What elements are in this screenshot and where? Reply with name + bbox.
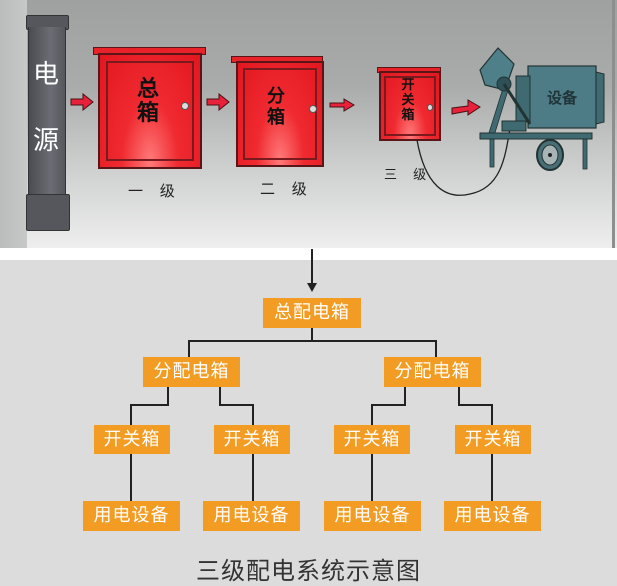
flow-arrow-icon <box>451 99 481 116</box>
level-two-label: 二 级 <box>260 180 313 198</box>
three-level-illustration: 电 源 总 箱 一 级 分 箱 二 级 开 关 箱 三 级 <box>0 0 617 248</box>
power-source-label-1: 电 <box>32 60 59 90</box>
power-cable <box>416 127 511 196</box>
switch-box-label-1: 开 <box>401 78 415 93</box>
main-box-label: 总 箱 <box>130 78 166 126</box>
connector <box>219 387 254 425</box>
node-distribution-box: 分配电箱 <box>384 357 481 387</box>
flow-arrow-icon <box>206 93 230 111</box>
level-three-label: 三 级 <box>384 168 433 183</box>
flow-arrow-icon <box>329 98 355 112</box>
distribution-box-label-2: 箱 <box>267 107 285 128</box>
equipment-label: 设备 <box>547 89 578 107</box>
power-source-label-2: 源 <box>32 126 59 156</box>
node-distribution-box: 分配电箱 <box>143 357 240 387</box>
door-knob-icon <box>181 102 189 110</box>
divider-strip <box>0 248 617 260</box>
frame-edge <box>612 0 615 248</box>
arrow-down-icon <box>307 283 317 292</box>
power-source-pole <box>28 27 66 197</box>
node-switch-box: 开关箱 <box>94 425 170 454</box>
flow-arrow-icon <box>70 93 94 111</box>
switch-box-label-3: 箱 <box>401 108 415 123</box>
node-electrical-equipment: 用电设备 <box>444 501 541 531</box>
connector <box>371 387 406 425</box>
equipment-illustration: 设备 <box>416 47 605 196</box>
distribution-box-label: 分 箱 <box>261 86 291 128</box>
main-box-label-1: 总 <box>136 77 159 102</box>
node-electrical-equipment: 用电设备 <box>203 501 300 531</box>
wall <box>0 0 27 248</box>
switch-box-label-2: 关 <box>401 93 415 108</box>
connector <box>130 387 169 425</box>
level-one-label: 一 级 <box>128 182 181 200</box>
main-box-label-2: 箱 <box>136 101 159 126</box>
switch-box <box>379 71 441 141</box>
diagram-caption: 三级配电系统示意图 <box>196 557 421 585</box>
switch-box-label: 开 关 箱 <box>398 78 418 123</box>
connector <box>188 340 437 357</box>
door-knob-icon <box>309 105 317 113</box>
door-knob-icon <box>427 104 433 111</box>
node-electrical-equipment: 用电设备 <box>324 501 421 531</box>
power-source-base <box>26 194 70 231</box>
node-switch-box: 开关箱 <box>214 425 290 454</box>
node-electrical-equipment: 用电设备 <box>83 501 180 531</box>
node-main-distribution-box: 总配电箱 <box>263 298 361 328</box>
connector <box>458 387 493 425</box>
node-switch-box: 开关箱 <box>455 425 531 454</box>
distribution-box-label-1: 分 <box>267 86 285 107</box>
node-switch-box: 开关箱 <box>334 425 410 454</box>
distribution-box <box>236 61 324 167</box>
main-box <box>98 53 202 169</box>
